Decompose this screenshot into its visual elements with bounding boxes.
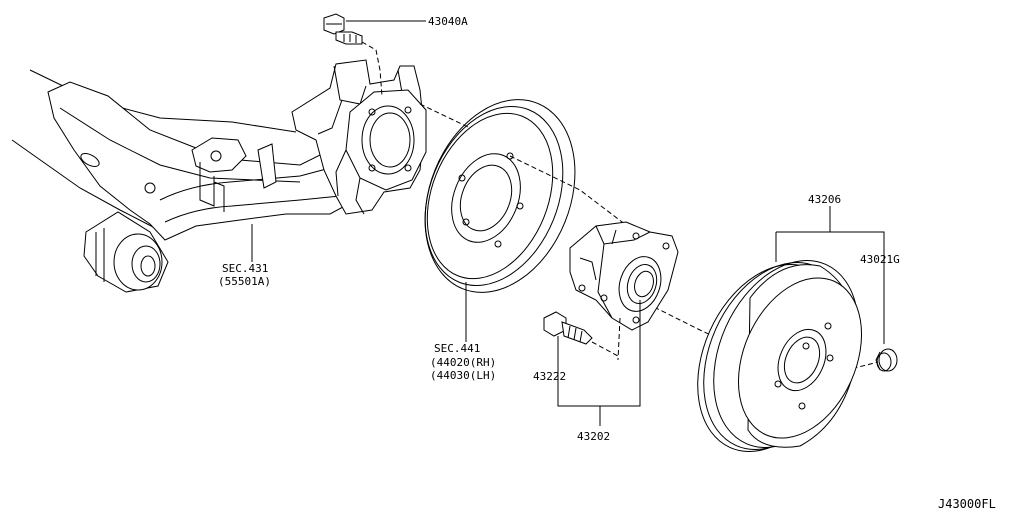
label-43040a: 43040A xyxy=(428,15,468,28)
axle-beam xyxy=(11,59,427,293)
label-44020-rh: (44020(RH) xyxy=(430,356,496,369)
axis-line-a xyxy=(419,103,631,229)
label-43202: 43202 xyxy=(577,430,610,443)
brake-plate-sec441 xyxy=(424,99,576,342)
hub-assembly-43202 xyxy=(569,221,679,361)
label-43206: 43206 xyxy=(808,193,841,206)
label-43021g: 43021G xyxy=(860,253,900,266)
label-55501a: (55501A) xyxy=(218,275,271,288)
label-43222: 43222 xyxy=(533,370,566,383)
brake-drum-43206 xyxy=(697,206,885,452)
hub-cap-43021g xyxy=(875,348,898,372)
label-sec441: SEC.441 xyxy=(434,342,480,355)
bolt-43040a xyxy=(323,13,426,97)
axis-line-b xyxy=(639,299,879,381)
bolt-43222 xyxy=(543,300,641,426)
figure-code: J43000FL xyxy=(938,497,996,511)
label-sec431: SEC.431 xyxy=(222,262,268,275)
label-44030-lh: (44030(LH) xyxy=(430,369,496,382)
